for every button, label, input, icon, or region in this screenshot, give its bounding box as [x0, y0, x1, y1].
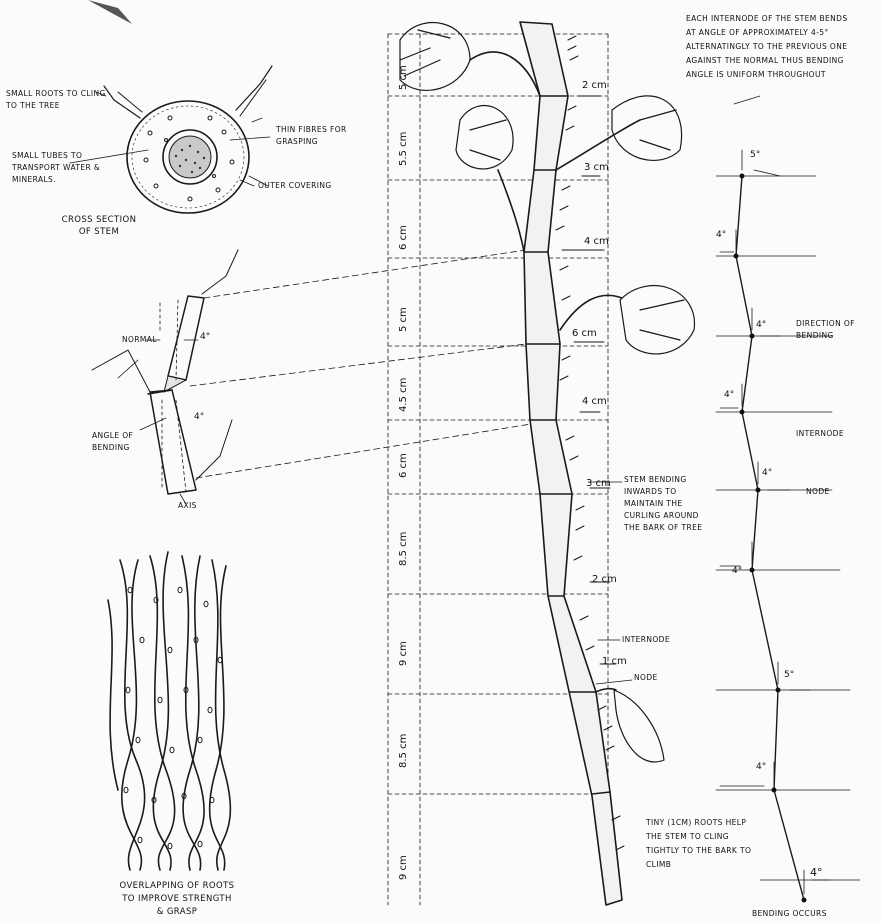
internode-length: 6 cm [398, 225, 409, 250]
stem-node-label: NODE [634, 672, 658, 684]
zigzag-angle: 4° [716, 230, 726, 240]
zigzag-footer-label: BENDING OCCURS [752, 908, 827, 920]
normal-label: NORMAL [122, 334, 157, 346]
internode-length: 8.5 cm [398, 734, 409, 768]
internode-length: 5 cm [398, 307, 409, 332]
zigzag-angle: 5° [750, 150, 760, 160]
node-gap: 2 cm [592, 574, 617, 585]
axis-label: AXIS [178, 500, 197, 512]
zigzag-angle: 5° [784, 670, 794, 680]
main-stem-drawing [520, 22, 622, 905]
node-gap: 4 cm [582, 396, 607, 407]
node-gap: 3 cm [584, 162, 609, 173]
node-gap: 6 cm [572, 328, 597, 339]
internode-length: 8.5 cm [398, 532, 409, 566]
outer-covering-label: OUTER COVERING [258, 180, 332, 192]
angle-top-label: 4° [200, 332, 210, 342]
stem-bending-note: STEM BENDING INWARDS TO MAINTAIN THE CUR… [624, 474, 708, 534]
zigzag-angle: 4° [732, 566, 742, 576]
roots-label: SMALL ROOTS TO CLING TO THE TREE [6, 88, 116, 112]
internode-length: 5.5 cm [398, 132, 409, 166]
zigzag-angle: 4° [810, 866, 823, 879]
zigzag-internode-label: INTERNODE [796, 428, 844, 440]
tubes-label: SMALL TUBES TO TRANSPORT WATER & MINERAL… [12, 150, 112, 186]
node-gap: 4 cm [584, 236, 609, 247]
zigzag-angle: 4° [724, 390, 734, 400]
roots-dots [124, 587, 222, 849]
node-gap: 1 cm [602, 656, 627, 667]
zigzag-header-note: EACH INTERNODE OF THE STEM BENDS AT ANGL… [686, 12, 852, 82]
fibres-label: THIN FIBRES FOR GRASPING [276, 124, 356, 148]
zigzag-angle: 4° [756, 762, 766, 772]
cross-section-title: CROSS SECTION OF STEM [54, 214, 144, 238]
internode-length: 6 cm [398, 453, 409, 478]
projection-lines [190, 250, 556, 478]
internode-length: 5 cm [398, 65, 409, 90]
angle-bottom-label: 4° [194, 412, 204, 422]
zigzag-angle: 4° [756, 320, 766, 330]
node-gap: 2 cm [582, 80, 607, 91]
zigzag-diagram [716, 96, 860, 903]
zigzag-node-label: NODE [806, 486, 830, 498]
roots-caption: OVERLAPPING OF ROOTS TO IMPROVE STRENGTH… [118, 880, 236, 919]
angle-of-bending-label: ANGLE OF BENDING [92, 430, 152, 454]
stem-internode-label: INTERNODE [622, 634, 670, 646]
tiny-roots-note: TINY (1cm) ROOTS HELP THE STEM TO CLING … [646, 816, 758, 872]
internode-length: 9 cm [398, 855, 409, 880]
corner-smudge [88, 0, 132, 24]
bend-detail-drawing [92, 250, 238, 504]
zigzag-angle: 4° [762, 468, 772, 478]
internode-length: 9 cm [398, 641, 409, 666]
direction-of-bending-label: DIRECTION OF BENDING [796, 318, 866, 342]
internode-length: 4.5 cm [398, 378, 409, 412]
node-gap: 3 cm [586, 478, 611, 489]
